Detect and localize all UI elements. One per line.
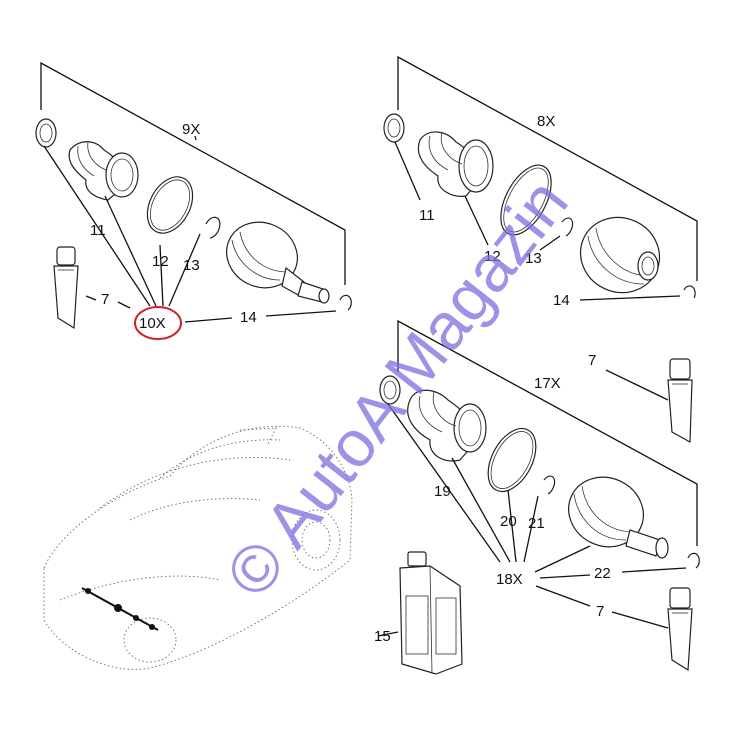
label-7-c: 7 [596,603,604,620]
label-14-a: 14 [240,309,257,326]
bracket-9x [40,61,346,285]
label-12-b: 12 [484,248,501,265]
clamp-ring-12-a [146,176,194,234]
label-22: 22 [594,565,611,582]
circlip-21 [543,475,556,495]
label-10x[interactable]: 10X [139,315,166,332]
label-7-a: 7 [101,291,109,308]
label-14-b: 14 [553,292,570,309]
label-13-a: 13 [183,257,200,274]
oil-bottle-15: 15 [374,551,463,675]
group-9x: 9X 11 12 13 7 10X 14 [35,61,352,340]
label-17x: 17X [534,375,561,392]
circlip-14-b [683,285,696,299]
group-8x: 8X 11 12 13 14 [383,55,698,309]
clamp-ring-20 [487,427,537,493]
grease-tube-7-c [667,587,693,672]
clamp-ring-11-a [35,118,57,148]
grease-tube-7-b [667,358,693,444]
clamp-ring-12-b [500,164,552,236]
label-19: 19 [434,483,451,500]
boot-a [68,141,139,201]
label-8x: 8X [537,113,555,130]
clamp-ring-11-b [383,113,405,143]
cv-joint-c [568,476,669,559]
label-18x: 18X [496,571,523,588]
label-13-b: 13 [525,250,542,267]
boot-b [417,131,494,197]
bracket-17x [397,319,698,546]
label-15: 15 [374,628,391,645]
label-11-a: 11 [90,222,106,239]
group-17x: 7 17X [379,319,700,672]
bracket-8x [397,55,698,281]
vehicle-outline [43,425,353,670]
boot-c [407,389,487,462]
cv-joint-a [226,221,330,304]
circlip-13-b [561,217,574,237]
circlip-14-a [339,294,352,311]
label-9x: 9X [182,121,200,138]
label-11-b: 11 [419,207,435,224]
label-12-a: 12 [152,253,169,270]
clamp-ring-19 [379,375,401,405]
label-21: 21 [528,515,545,532]
grease-tube-7-a [53,246,79,330]
label-20: 20 [500,513,517,530]
circlip-13-a [205,216,221,239]
circlip-22 [687,552,700,569]
cv-joint-b [579,216,661,294]
label-7-b: 7 [588,352,596,369]
highlight-10x[interactable] [134,306,182,340]
